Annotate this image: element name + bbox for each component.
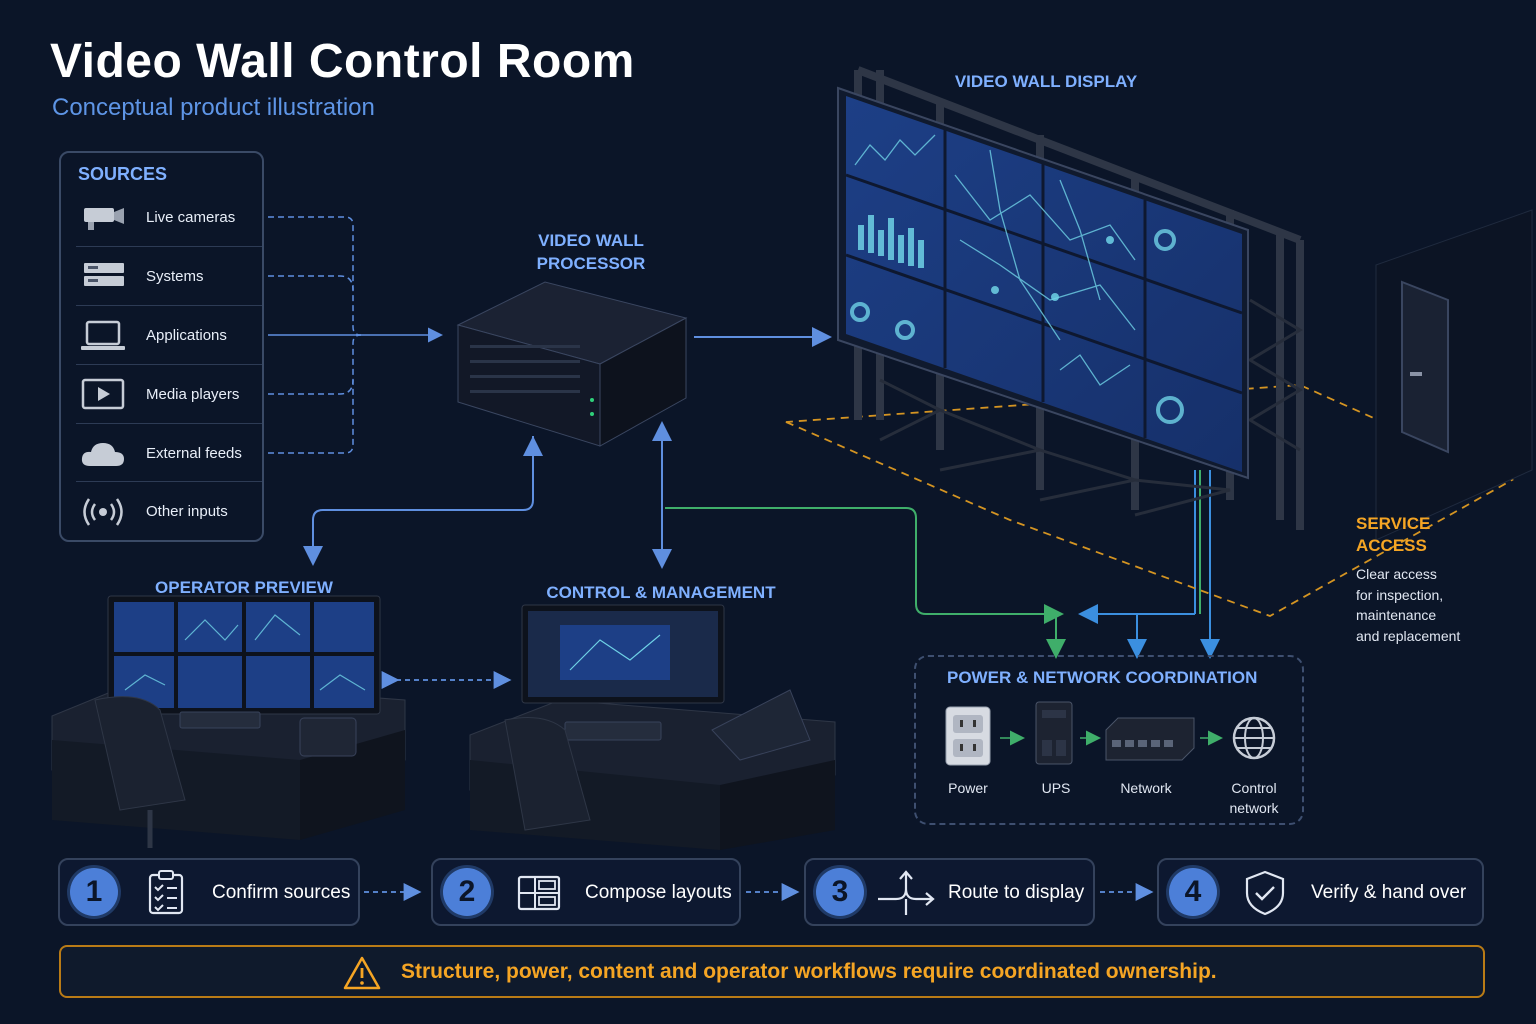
switch-icon: [1105, 717, 1195, 761]
control-network-label: Control network: [1209, 778, 1299, 818]
step-number: 4: [1169, 868, 1217, 916]
step-label: Confirm sources: [212, 882, 351, 903]
processor-label-line2: PROCESSOR: [536, 254, 646, 273]
service-label-line1: SERVICE: [1356, 514, 1431, 533]
service-desc-line: for inspection,: [1356, 586, 1444, 603]
broadcast-icon: [83, 498, 123, 526]
source-item-external-feeds[interactable]: External feeds: [60, 425, 262, 483]
service-access-label: SERVICE ACCESS: [1356, 513, 1430, 557]
divider: [76, 305, 262, 306]
service-label-line2: ACCESS: [1356, 536, 1427, 555]
service-desc-line: Clear access: [1356, 566, 1437, 582]
sources-panel: [59, 151, 264, 542]
source-item-media-players[interactable]: Media players: [60, 366, 262, 424]
warning-banner: Structure, power, content and operator w…: [59, 945, 1485, 998]
clipboard-icon: [148, 870, 184, 915]
layout-icon: [517, 875, 561, 911]
power-network-title: POWER & NETWORK COORDINATION: [947, 668, 1258, 687]
page-title: Video Wall Control Room: [50, 35, 635, 88]
warning-icon: [343, 956, 381, 990]
divider: [76, 423, 262, 424]
step-route-to-display[interactable]: 3 Route to display: [804, 858, 1095, 926]
step-verify-hand-over[interactable]: 4 Verify & hand over: [1157, 858, 1484, 926]
warning-text: Structure, power, content and operator w…: [401, 960, 1217, 983]
control-network-line2: network: [1229, 800, 1279, 816]
video-wall-screen: [837, 86, 1249, 480]
server-icon: [84, 263, 124, 286]
step-number: 3: [816, 868, 864, 916]
cloud-icon: [81, 443, 124, 466]
processor-label-line1: VIDEO WALL: [538, 231, 644, 250]
divider: [76, 364, 262, 365]
step-label: Verify & hand over: [1311, 882, 1467, 903]
source-connectors: [268, 216, 443, 454]
page-subtitle: Conceptual product illustration: [52, 94, 375, 121]
divider: [76, 481, 262, 482]
source-label: Systems: [146, 268, 204, 285]
source-label: Applications: [146, 327, 227, 344]
step-confirm-sources[interactable]: 1 Confirm sources: [58, 858, 360, 926]
service-zone: [785, 384, 1514, 617]
service-door: [1375, 209, 1533, 541]
sources-heading: SOURCES: [78, 164, 168, 184]
step-label: Route to display: [948, 882, 1085, 903]
processor-box: [456, 281, 688, 447]
source-label: External feeds: [146, 445, 242, 462]
source-label: Live cameras: [146, 209, 236, 226]
control-network-line1: Control: [1231, 780, 1277, 796]
source-item-applications[interactable]: Applications: [60, 307, 262, 365]
control-label: CONTROL & MANAGEMENT: [546, 583, 776, 602]
shield-check-icon: [1245, 870, 1285, 916]
source-item-live-cameras[interactable]: Live cameras: [60, 189, 262, 247]
operator-preview-label: OPERATOR PREVIEW: [155, 578, 333, 597]
power-label: Power: [948, 780, 988, 796]
step-compose-layouts[interactable]: 2 Compose layouts: [431, 858, 741, 926]
processor-preview-arrow: [303, 436, 534, 566]
service-desc-line: and replacement: [1356, 627, 1461, 644]
step-label: Compose layouts: [585, 882, 732, 903]
source-item-other-inputs[interactable]: Other inputs: [60, 483, 262, 541]
route-icon: [878, 870, 935, 915]
laptop-icon: [81, 320, 125, 350]
camera-icon: [84, 208, 124, 230]
step-number: 2: [443, 868, 491, 916]
source-label: Media players: [146, 386, 240, 403]
control-desk: [469, 604, 836, 850]
service-access-description: Clear access for inspection, maintenance…: [1356, 564, 1506, 646]
divider: [76, 246, 262, 247]
ups-icon: [1035, 701, 1073, 765]
outlet-icon: [945, 706, 991, 766]
globe-icon: [1232, 716, 1276, 760]
network-label: Network: [1120, 780, 1172, 796]
ups-label: UPS: [1041, 780, 1071, 796]
wall-label: VIDEO WALL DISPLAY: [954, 72, 1138, 91]
source-item-systems[interactable]: Systems: [60, 248, 262, 306]
service-desc-line: maintenance: [1356, 607, 1437, 623]
play-icon: [81, 378, 125, 410]
power-network-panel: [914, 655, 1304, 825]
step-number: 1: [70, 868, 118, 916]
operator-preview-desk: [51, 595, 406, 848]
control-link: [665, 507, 1064, 624]
source-label: Other inputs: [146, 503, 228, 520]
processor-label: VIDEO WALL PROCESSOR: [520, 229, 662, 275]
